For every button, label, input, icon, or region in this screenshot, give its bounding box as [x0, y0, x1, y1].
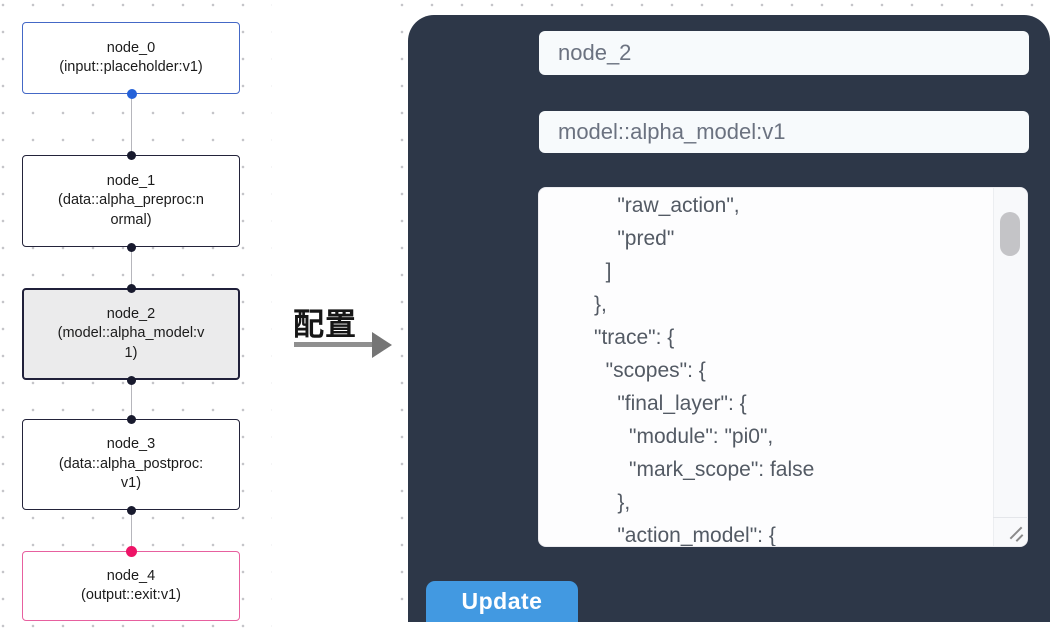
- target-handle-node3[interactable]: [127, 414, 136, 424]
- config-scrollbar-thumb[interactable]: [1000, 212, 1020, 256]
- source-handle-node3[interactable]: [127, 505, 136, 515]
- flow-node-2-selected[interactable]: node_2 (model::alpha_model:v1): [22, 288, 240, 380]
- node-title: node_0: [106, 39, 156, 56]
- target-handle-node4[interactable]: [126, 545, 137, 557]
- node-subtitle: (output::exit:v1): [81, 587, 181, 603]
- transfer-label: 配置: [293, 307, 357, 342]
- node-subtitle: (data::alpha_preproc:normal): [58, 192, 204, 228]
- config-scrollbar-track[interactable]: [993, 188, 1027, 546]
- resize-grip-icon: [1015, 534, 1024, 542]
- node-title: node_2: [106, 305, 156, 322]
- edge-node0-node1: [130, 94, 133, 155]
- edge-node2-node3: [130, 380, 133, 419]
- flow-node-0[interactable]: node_0 (input::placeholder:v1): [22, 22, 240, 94]
- node-title: node_3: [106, 436, 156, 453]
- type-input[interactable]: [539, 111, 1029, 153]
- target-handle-node1[interactable]: [127, 150, 136, 160]
- config-resize-handle[interactable]: [993, 517, 1027, 546]
- flow-node-3[interactable]: node_3 (data::alpha_postproc:v1): [22, 419, 240, 510]
- node-title: node_1: [106, 172, 156, 189]
- target-handle-node2[interactable]: [127, 283, 136, 293]
- source-handle-node2[interactable]: [127, 375, 136, 385]
- flow-canvas[interactable]: node_0 (input::placeholder:v1) node_1 (d…: [0, 0, 272, 643]
- config-editor-box: "raw_action", "pred" ] }, "trace": { "sc…: [538, 187, 1028, 547]
- node-subtitle: (input::placeholder:v1): [59, 59, 203, 75]
- node-config-panel: ID type config "raw_action", "pred" ] },…: [408, 15, 1050, 622]
- source-handle-node0[interactable]: [126, 89, 137, 99]
- config-json-textarea[interactable]: "raw_action", "pred" ] }, "trace": { "sc…: [539, 188, 994, 546]
- node-subtitle: (data::alpha_postproc:v1): [58, 455, 204, 492]
- source-handle-node1[interactable]: [127, 242, 136, 252]
- edge-node1-node2: [130, 247, 133, 288]
- update-button[interactable]: Update: [426, 581, 578, 622]
- flow-node-4[interactable]: node_4 (output::exit:v1): [22, 551, 240, 621]
- node-title: node_4: [106, 567, 156, 584]
- node-subtitle: (model::alpha_model:v1): [57, 325, 205, 361]
- edge-node3-node4: [130, 510, 133, 551]
- right-arrow-icon: [294, 342, 374, 347]
- id-input[interactable]: [539, 31, 1029, 75]
- flow-node-1[interactable]: node_1 (data::alpha_preproc:normal): [22, 155, 240, 247]
